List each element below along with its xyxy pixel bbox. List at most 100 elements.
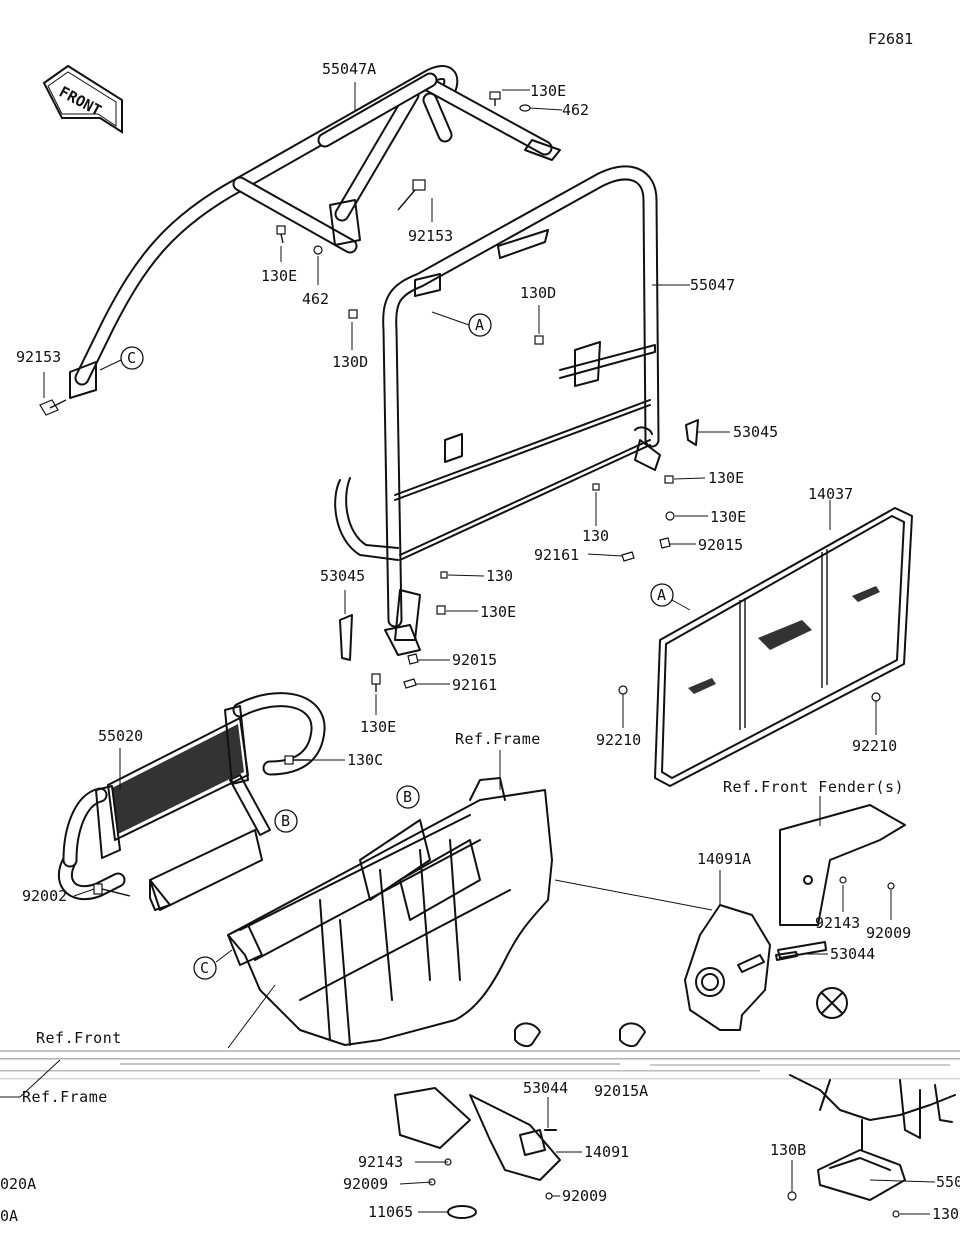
- label-130: 130: [486, 567, 513, 585]
- ref-front-fenders-label: Ref.Front Fender(s): [723, 778, 904, 796]
- label-130: 130: [582, 527, 609, 545]
- bolt-92153-mid: [397, 179, 426, 211]
- bolt-130E-left: [276, 225, 286, 244]
- svg-text:B: B: [281, 812, 290, 830]
- label-130D: 130D: [332, 353, 368, 371]
- bolt-130-r: [592, 483, 600, 491]
- fender-14091: [394, 1022, 646, 1219]
- bolt-130-cut: [892, 1210, 900, 1218]
- label-92210: 92210: [852, 737, 897, 755]
- bolt-130D-left: [348, 309, 358, 319]
- callout-B-1: B: [274, 809, 298, 833]
- label-92009: 92009: [343, 1175, 388, 1193]
- label-130-cut: 130: [932, 1205, 959, 1223]
- label-14037: 14037: [808, 485, 853, 503]
- label-130D: 130D: [520, 284, 556, 302]
- svg-text:C: C: [127, 349, 136, 367]
- label-130E: 130E: [708, 469, 744, 487]
- label-55020: 55020: [98, 727, 143, 745]
- label-92002: 92002: [22, 887, 67, 905]
- label-130B: 130B: [770, 1141, 806, 1159]
- bolt-130E-l2: [371, 673, 381, 692]
- callout-A-1: A: [468, 313, 492, 337]
- label-92015: 92015: [698, 536, 743, 554]
- frame-ref: [227, 777, 553, 1046]
- bolt-92153-left: [39, 399, 67, 416]
- label-53045: 53045: [320, 567, 365, 585]
- clip-53044-r: [775, 951, 798, 961]
- label-92210: 92210: [596, 731, 641, 749]
- callout-C-1: C: [120, 346, 144, 370]
- plate-92161-l: [403, 678, 417, 689]
- panel-14037: [654, 507, 913, 787]
- bolt-130E-r1: [664, 475, 674, 484]
- label-130E: 130E: [480, 603, 516, 621]
- scan-noise-band: [0, 1050, 960, 1080]
- label-92015A: 92015A: [594, 1082, 648, 1100]
- label-130E: 130E: [360, 718, 396, 736]
- label-92143: 92143: [358, 1153, 403, 1171]
- nut-92210-b: [871, 692, 881, 702]
- bolt-130E-top: [489, 91, 501, 106]
- label-92161: 92161: [452, 676, 497, 694]
- skid-bracket: [789, 1074, 956, 1201]
- front-arrow-icon: FRONT: [42, 64, 123, 134]
- label-550-cut: 550: [936, 1173, 960, 1191]
- washer-92143-r: [839, 876, 847, 884]
- nut-92210-a: [618, 685, 628, 695]
- part-number-labels: 55047A 130E 462 92153 130E 462 55047 130…: [0, 60, 960, 1225]
- label-92153: 92153: [16, 348, 61, 366]
- latch-53045-left: [339, 614, 353, 661]
- fasteners: [39, 91, 900, 1218]
- svg-text:A: A: [657, 586, 666, 604]
- leader-14091A-frame: [554, 879, 713, 911]
- label-55047A: 55047A: [322, 60, 376, 78]
- bolt-130E-l1: [436, 605, 446, 615]
- label-130E: 130E: [710, 508, 746, 526]
- bolt-130-l: [440, 571, 448, 579]
- figure-code: F2681: [868, 30, 913, 48]
- nut-92015-l: [407, 653, 419, 665]
- label-92143: 92143: [815, 914, 860, 932]
- label-0A-cut: 0A: [0, 1207, 18, 1225]
- ref-frame-label: Ref.Frame: [455, 730, 541, 748]
- svg-text:B: B: [403, 788, 412, 806]
- label-92009: 92009: [866, 924, 911, 942]
- ref-front-label: Ref.Front: [36, 1029, 122, 1047]
- label-92009: 92009: [562, 1187, 607, 1205]
- label-53044: 53044: [830, 945, 875, 963]
- rollbar-55047A: [69, 65, 561, 399]
- rollbar-55047: [334, 165, 661, 656]
- label-130C: 130C: [347, 751, 383, 769]
- label-130E: 130E: [530, 82, 566, 100]
- callout-B-2: B: [396, 785, 420, 809]
- label-14091A: 14091A: [697, 850, 751, 868]
- bolt-130B: [787, 1191, 797, 1201]
- svg-text:C: C: [200, 959, 209, 977]
- label-92153: 92153: [408, 227, 453, 245]
- nut-92015-r: [659, 537, 671, 549]
- callout-A-2: A: [650, 583, 674, 607]
- bolt-130C: [284, 755, 310, 765]
- washer-462-top: [519, 104, 531, 112]
- label-130E: 130E: [261, 267, 297, 285]
- label-462: 462: [302, 290, 329, 308]
- label-92161: 92161: [534, 546, 579, 564]
- latch-53045-right: [685, 419, 699, 446]
- leader-lines: [0, 89, 936, 1215]
- label-55047: 55047: [690, 276, 735, 294]
- fender-14091A: [684, 804, 906, 1031]
- ref-frame-bottom-label: Ref.Frame: [22, 1088, 108, 1106]
- label-53045: 53045: [733, 423, 778, 441]
- label-11065: 11065: [368, 1203, 413, 1221]
- svg-text:A: A: [475, 316, 484, 334]
- label-53044: 53044: [523, 1079, 568, 1097]
- label-020A-cut: 020A: [0, 1175, 36, 1193]
- screw-92009-b2: [545, 1192, 553, 1200]
- washer-130E-r2: [665, 511, 675, 521]
- label-14091: 14091: [584, 1143, 629, 1161]
- screw-92009-r: [887, 882, 895, 890]
- label-92015: 92015: [452, 651, 497, 669]
- callout-C-2: C: [193, 956, 217, 980]
